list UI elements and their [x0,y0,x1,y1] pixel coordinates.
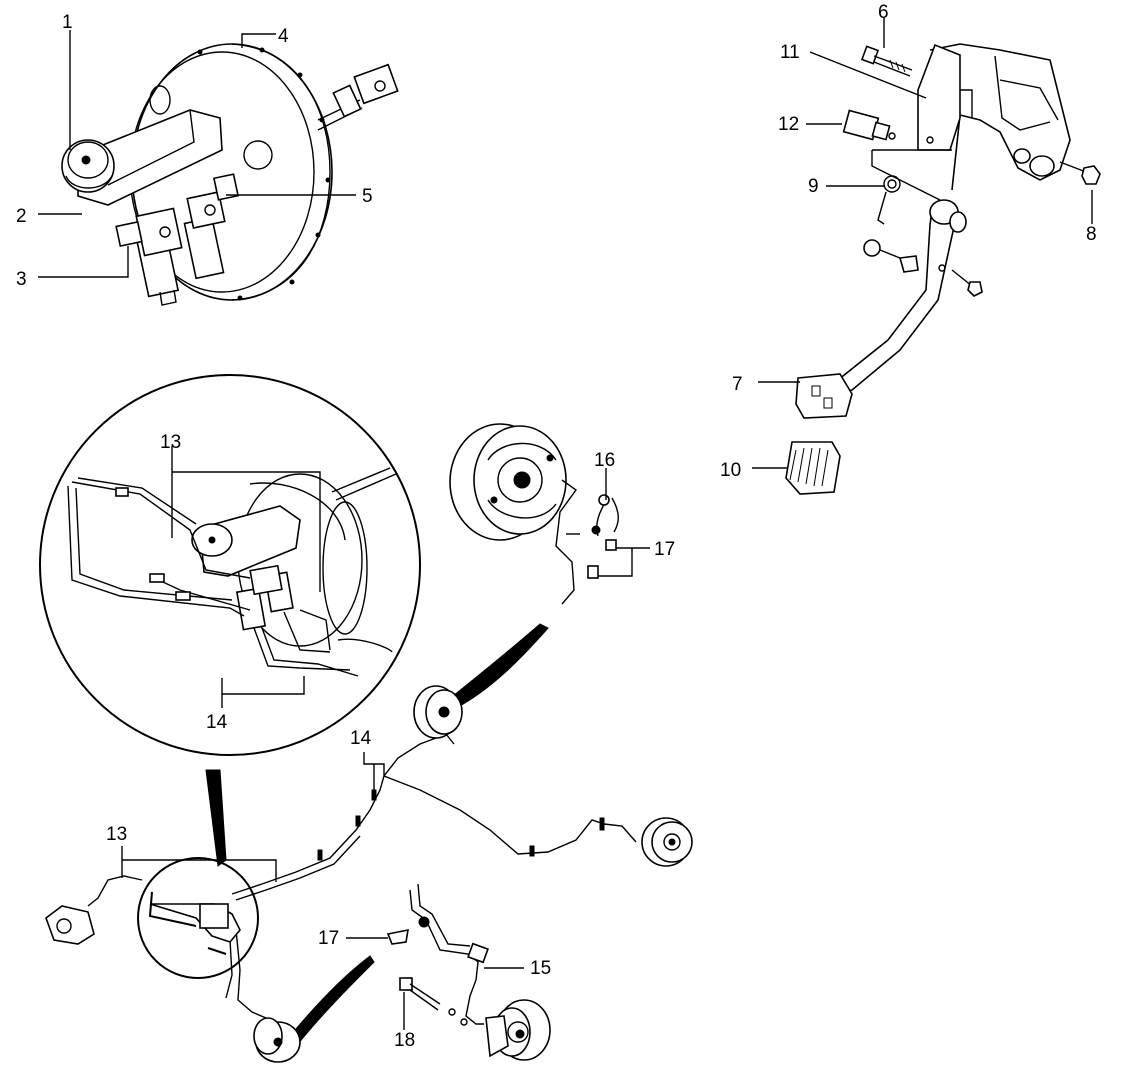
callout-17-lower: 17 [318,928,339,949]
rear-drum-small-icon [413,685,463,745]
callout-18: 18 [394,1030,415,1051]
pedal-bracket-icon [917,43,1071,191]
callout-16: 16 [594,450,615,471]
bolt-icon [860,45,913,77]
detail-view-circle [39,374,421,756]
brake-booster-icon [129,43,399,301]
callout-3: 3 [16,269,27,290]
callout-10: 10 [720,460,741,481]
rear-drum-brake-icon [449,423,650,605]
callout-6: 6 [878,2,889,23]
callout-17-upper: 17 [654,539,675,560]
callout-5: 5 [362,186,373,207]
pedal-pin-icon [863,239,983,297]
callout-14-detail: 14 [206,712,228,733]
callout-13-detail: 13 [160,432,181,453]
callout-15: 15 [530,958,551,979]
callout-labels: 1 2 3 4 5 6 11 12 9 8 7 10 13 14 16 17 1… [16,2,1097,1051]
callout-14-main: 14 [350,728,372,749]
front-disc-brake-icon [346,883,551,1061]
pedal-pad-icon [785,441,841,495]
nut-icon [1059,161,1101,185]
callout-8: 8 [1086,224,1097,245]
callout-2: 2 [16,206,27,227]
callout-11: 11 [780,42,800,63]
return-spring-icon [860,175,901,225]
rear-drum-right-icon [641,817,693,867]
callout-13-main: 13 [106,824,127,845]
callout-12: 12 [778,114,799,135]
stop-lamp-switch-icon [842,109,896,141]
front-left-brake-icon [45,905,95,945]
brake-pedal-assembly [752,18,1101,495]
callout-4: 4 [278,26,289,47]
brake-pedal-icon [795,199,967,419]
front-disc-small-icon [253,1017,301,1063]
brake-booster-assembly [38,30,399,306]
callout-1: 1 [62,12,73,33]
master-cylinder-icon [61,109,240,306]
callout-7: 7 [732,374,743,395]
callout-9: 9 [808,176,819,197]
brake-line-layout [45,623,693,1063]
